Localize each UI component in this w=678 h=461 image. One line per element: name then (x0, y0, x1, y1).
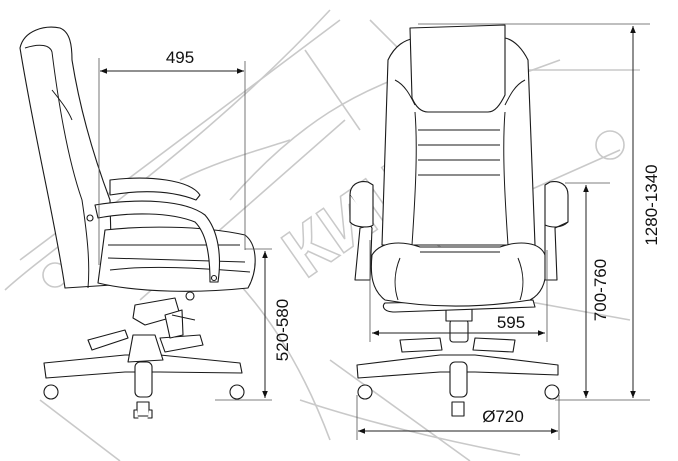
dimension-seat-width (369, 240, 548, 342)
seat-depth-label: 495 (166, 48, 194, 67)
chair-side-view (19, 26, 256, 419)
armrest-height-label: 700-760 (591, 259, 610, 321)
total-height-label: 1280-1340 (642, 164, 661, 245)
dimension-seat-depth (98, 58, 246, 265)
dimension-total-height (418, 23, 650, 401)
seat-height-label: 520-580 (273, 299, 292, 361)
dimension-base-diameter (356, 395, 560, 440)
seat-width-label: 595 (497, 313, 525, 332)
dimension-armrest-height (565, 182, 610, 398)
base-diameter-label: Ø720 (482, 407, 524, 426)
dimension-seat-height (215, 248, 272, 401)
chair-front-view (349, 24, 569, 417)
